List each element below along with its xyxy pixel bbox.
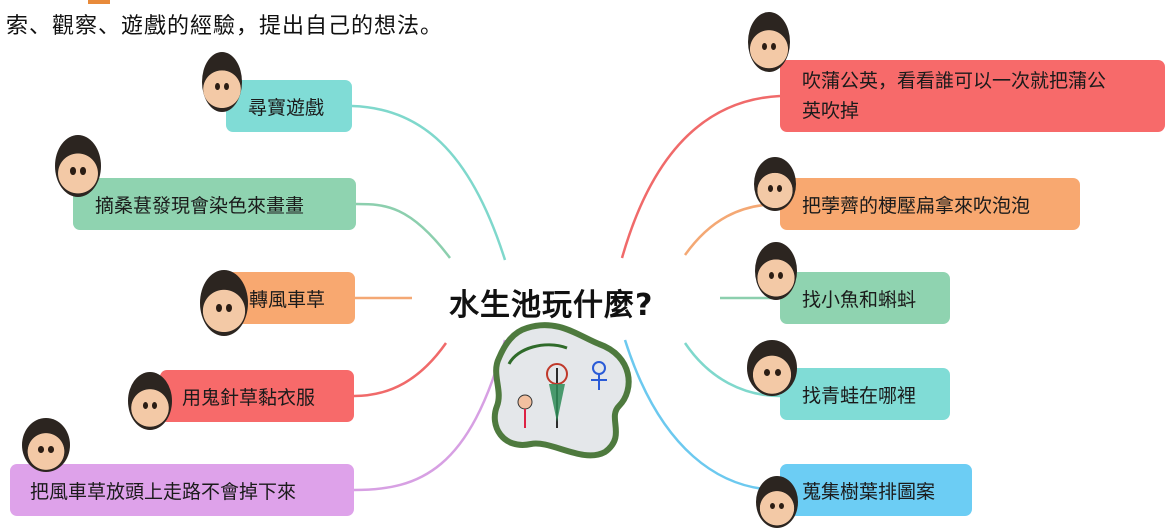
link-beggarticks <box>353 342 448 398</box>
idea-label: 把風車草放頭上走路不會掉下來 <box>30 480 297 503</box>
child-avatar-8 <box>755 242 797 300</box>
child-avatar-2 <box>55 135 101 197</box>
pond-drawing <box>491 322 632 459</box>
idea-label: 找小魚和蝌蚪 <box>802 288 917 311</box>
child-avatar-3 <box>200 270 248 336</box>
idea-windmill-on-head[interactable]: 把風車草放頭上走路不會掉下來 <box>10 464 354 516</box>
link-treasure <box>351 104 507 261</box>
idea-collect-leaves[interactable]: 蒐集樹葉排圖案 <box>780 464 972 516</box>
idea-label: 尋寶遊戲 <box>248 96 325 119</box>
intro-text: 索、觀察、遊戲的經驗，提出自己的想法。 <box>6 14 444 39</box>
child-avatar-9 <box>747 340 797 396</box>
idea-label: 摘桑葚發現會染色來畫畫 <box>95 194 305 217</box>
idea-label-line2: 英吹掉 <box>802 100 860 122</box>
idea-label-multiline: 吹蒲公英，看看誰可以一次就把蒲公 英吹掉 <box>802 66 1106 126</box>
idea-label: 蒐集樹葉排圖案 <box>802 480 936 503</box>
idea-label: 找青蛙在哪裡 <box>802 384 917 407</box>
idea-label: 用鬼針草黏衣服 <box>182 386 316 409</box>
idea-find-frogs[interactable]: 找青蛙在哪裡 <box>780 368 950 420</box>
idea-label: 把荸薺的梗壓扁拿來吹泡泡 <box>802 194 1031 217</box>
child-avatar-6 <box>748 12 790 72</box>
link-mulberry <box>355 202 451 259</box>
link-dandelion <box>620 94 781 259</box>
idea-treasure-hunt[interactable]: 尋寶遊戲 <box>226 80 352 132</box>
idea-label: 轉風車草 <box>249 288 326 311</box>
child-avatar-4 <box>128 372 172 430</box>
intro-tab-marker <box>88 0 110 4</box>
child-avatar-10 <box>756 476 798 528</box>
idea-find-fish-tadpoles[interactable]: 找小魚和蝌蚪 <box>780 272 950 324</box>
child-avatar-1 <box>202 52 242 112</box>
idea-label-line1: 吹蒲公英，看看誰可以一次就把蒲公 <box>802 70 1107 92</box>
child-avatar-5 <box>22 418 70 472</box>
idea-water-chestnut-bubbles[interactable]: 把荸薺的梗壓扁拿來吹泡泡 <box>780 178 1080 230</box>
link-leaves <box>623 339 781 492</box>
link-headwindmill <box>353 339 507 492</box>
idea-blow-dandelion[interactable]: 吹蒲公英，看看誰可以一次就把蒲公 英吹掉 <box>780 60 1165 132</box>
idea-mulberry-dye[interactable]: 摘桑葚發現會染色來畫畫 <box>73 178 356 230</box>
child-avatar-7 <box>754 157 796 211</box>
idea-beggarticks-clothes[interactable]: 用鬼針草黏衣服 <box>160 370 354 422</box>
center-title: 水生池玩什麼? <box>449 288 654 323</box>
